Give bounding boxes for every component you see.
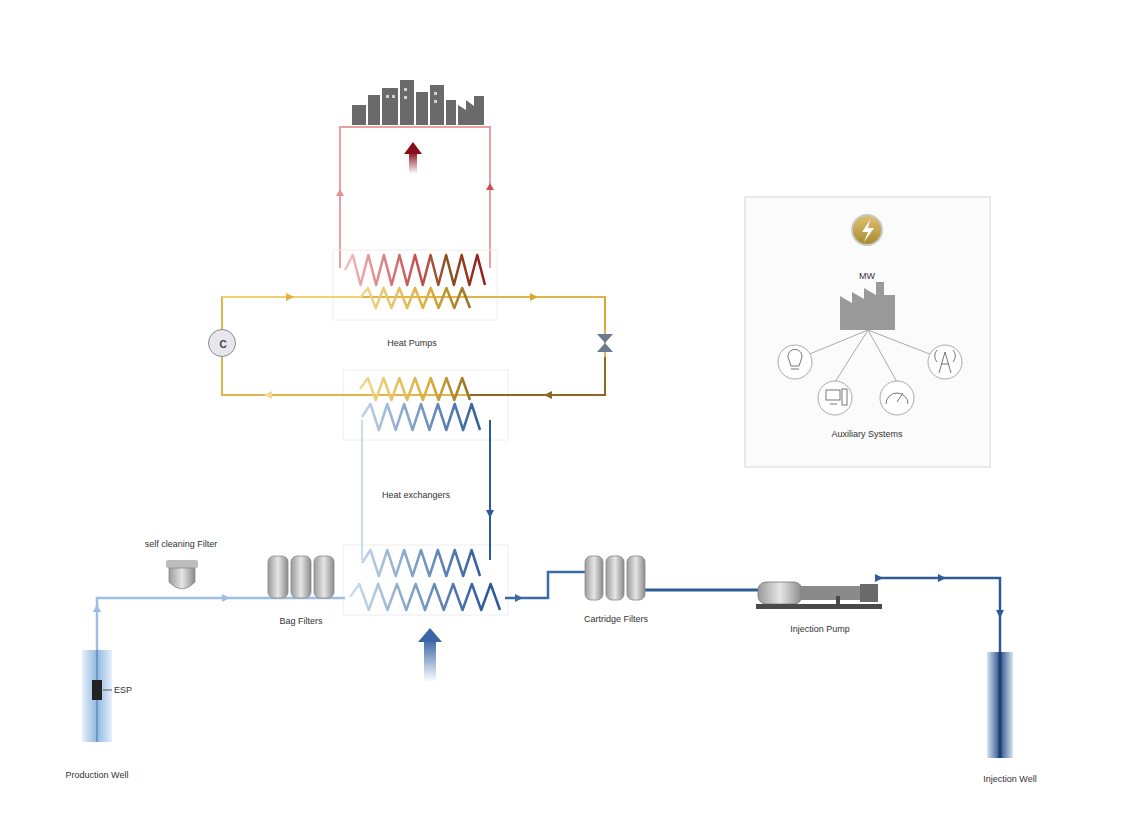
well-label: Production Well [66, 771, 129, 781]
coil [360, 288, 470, 308]
city-icon [352, 80, 484, 125]
cartridge-filters [585, 556, 645, 600]
equipment-label: Injection Pump [790, 625, 850, 635]
coil [362, 550, 480, 576]
equipment-label: Cartridge Filters [584, 615, 648, 625]
well-label: Injection Well [983, 775, 1036, 785]
auxiliary-panel: MW Auxiliary Systems [745, 197, 990, 467]
injection-pump [756, 582, 882, 609]
injection-well [987, 652, 1013, 758]
equipment-label: Bag Filters [279, 617, 322, 627]
node-caption: Auxiliary Systems [831, 430, 902, 440]
section-label: Heat exchangers [382, 491, 450, 501]
coil [362, 404, 480, 430]
coil [345, 255, 485, 285]
node-title: MW [859, 272, 875, 282]
production-well [82, 650, 112, 742]
self-cleaning-filter [166, 560, 198, 589]
compressor-circle: C [208, 329, 236, 357]
auxiliary-icons [778, 215, 962, 415]
coil [360, 378, 470, 400]
equipment-label: self cleaning Filter [145, 540, 218, 550]
bag-filters [268, 556, 334, 598]
node-title: C [219, 339, 226, 350]
coil [350, 584, 500, 610]
heating-loop [340, 127, 490, 268]
equipment-label: ESP [114, 686, 132, 696]
expansion-valve [597, 334, 613, 352]
production-pipe [97, 598, 345, 650]
section-label: Heat Pumps [387, 339, 437, 349]
injection-pipe [878, 578, 1000, 652]
